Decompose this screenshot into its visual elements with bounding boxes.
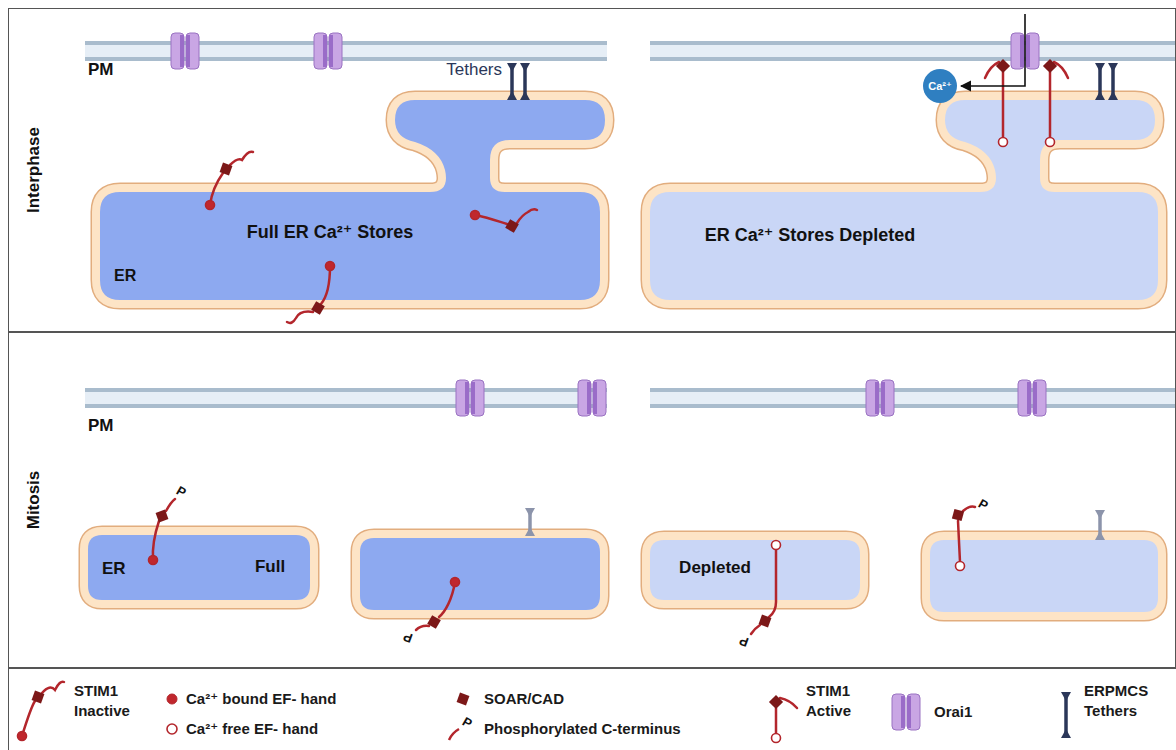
orai1-channel	[866, 380, 894, 416]
calcium-ion: Ca²⁺	[923, 69, 957, 103]
legend-text: Orai1	[934, 702, 972, 722]
stim1-protein	[952, 507, 975, 571]
er-fragment: ER Full	[88, 535, 310, 600]
legend-phospho-tail	[449, 729, 459, 740]
erpmcs-tether	[525, 508, 535, 536]
erpmcs-tether	[520, 63, 530, 100]
stim1-protein	[751, 541, 781, 635]
legend-bound-ef-hand	[167, 694, 177, 704]
er-fragment-full	[360, 538, 600, 610]
erpmcs-tether	[507, 63, 517, 100]
node-text: ER Ca²⁺ Stores Depleted	[705, 225, 916, 246]
erpmcs-tether	[1095, 63, 1105, 100]
legend-frame	[9, 669, 1176, 750]
stim1-protein	[287, 262, 335, 323]
legend-stim1-inactive	[18, 682, 65, 741]
legend-text: Ca²⁺ free EF- hand	[186, 719, 318, 739]
legend-stim1-active	[769, 695, 797, 743]
node-text: Interphase	[24, 127, 44, 213]
interphase-panel: InterphaseFull ER Ca²⁺ StoresER ER Ca²⁺ S…	[8, 8, 1176, 332]
phospho-mark: P	[976, 497, 991, 514]
membrane-label: PM	[88, 417, 114, 436]
erpmcs-tether	[1095, 510, 1105, 540]
mitosis-panel: MitosisER Full Depleted	[8, 332, 1176, 668]
legend-soar-cad	[457, 693, 470, 706]
legend-text: Ca²⁺ bound EF- hand	[186, 689, 336, 709]
membrane-label: PM	[88, 61, 114, 80]
er-fragment-depleted	[930, 540, 1158, 612]
er-compartment: Full ER Ca²⁺ StoresER	[100, 192, 600, 300]
stim1-protein	[1043, 59, 1068, 147]
legend-text: STIM1 Inactive	[74, 681, 146, 722]
legend-text: Phosphorylated C-terminus	[484, 719, 681, 739]
phospho-mark: P	[737, 633, 750, 649]
plasma-membrane	[650, 388, 1176, 408]
erpmcs-tether	[1108, 63, 1118, 100]
plasma-membrane	[85, 388, 607, 408]
node-text: Full ER Ca²⁺ Stores	[247, 222, 414, 243]
orai1-channel	[1018, 380, 1046, 416]
orai1-channel	[578, 380, 606, 416]
legend-free-ef-hand	[167, 724, 177, 734]
legend-text: SOAR/CAD	[484, 689, 564, 709]
stim1-protein	[471, 209, 538, 232]
er-fragment: Depleted	[650, 540, 860, 600]
stim1-protein	[416, 578, 460, 631]
orai1-channel	[456, 380, 484, 416]
calcium-flux-arrow	[961, 14, 1025, 86]
erpmcs-tether	[1061, 692, 1071, 738]
orai1-channel	[314, 33, 342, 69]
legend-text: STIM1 Active	[806, 681, 868, 722]
phospho-mark: P	[401, 629, 414, 645]
node-text: Ca²⁺	[928, 80, 952, 93]
stim1-protein	[206, 152, 254, 210]
stim1-protein	[149, 499, 176, 565]
legend-text: ERPMCS Tethers	[1084, 681, 1164, 722]
er-fragment-depleted	[650, 540, 860, 600]
er-compartment: ER Ca²⁺ Stores Depleted	[650, 190, 1150, 300]
phospho-mark: P	[174, 484, 189, 501]
plasma-membrane	[650, 41, 1176, 61]
tether-label: Tethers	[446, 61, 502, 80]
node-text: Depleted	[679, 558, 751, 578]
stim1-protein	[985, 59, 1010, 147]
node-text: Mitosis	[24, 471, 44, 530]
plasma-membrane	[85, 41, 607, 61]
node-text: ER	[114, 267, 136, 285]
orai1-channel	[892, 694, 920, 730]
orai1-channel	[171, 33, 199, 69]
phospho-mark: P	[460, 715, 475, 732]
er-depleted	[650, 100, 1158, 300]
er-full	[100, 100, 605, 300]
er-fragment-full	[88, 535, 310, 600]
node-text: Full	[255, 557, 285, 577]
node-text: ER	[102, 559, 126, 579]
